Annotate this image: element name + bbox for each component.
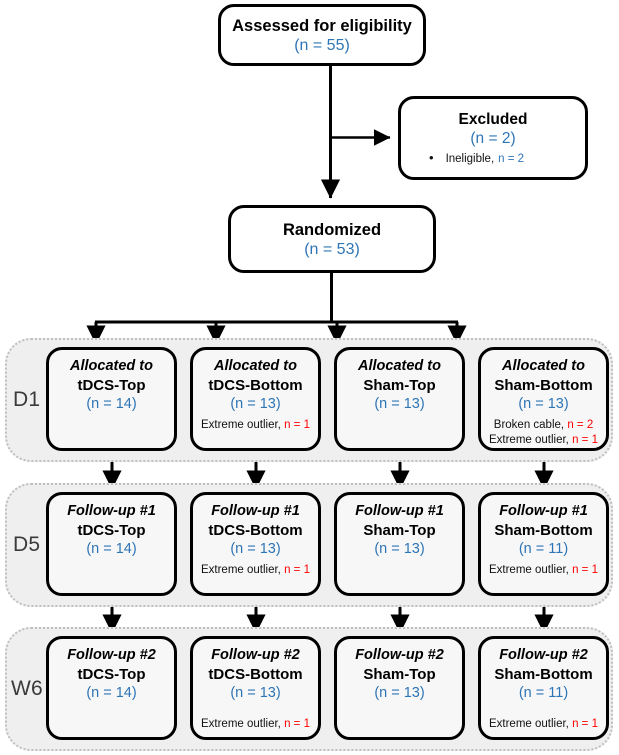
note-line: Broken cable, n = 2	[494, 418, 593, 433]
node-arm: tDCS-Bottom	[208, 666, 303, 683]
note-count: n = 1	[284, 419, 310, 431]
note-count: n = 2	[567, 419, 594, 431]
node-header: Allocated to	[358, 358, 441, 374]
note-line: Extreme outlier, n = 1	[489, 563, 598, 578]
note-count: n = 1	[572, 564, 598, 576]
node-arm: tDCS-Top	[77, 377, 146, 394]
node-randomized: Randomized (n = 53)	[228, 205, 436, 273]
node-assessed-for-eligibility: Assessed for eligibility (n = 55)	[218, 4, 426, 66]
node-header: Follow-up #1	[499, 503, 588, 519]
node-count: (n = 11)	[518, 685, 569, 701]
note-line: Extreme outlier, n = 1	[201, 717, 310, 732]
excluded-count: (n = 2)	[470, 129, 516, 147]
node-header: Follow-up #2	[355, 647, 444, 663]
assessed-label: Assessed for eligibility	[232, 17, 412, 35]
note-text: Extreme outlier,	[488, 434, 569, 446]
note-line: Extreme outlier, n = 1	[489, 717, 598, 732]
node-arm: tDCS-Bottom	[208, 377, 303, 394]
node-w6-sham-top: Follow-up #2 Sham-Top (n = 13)	[334, 636, 465, 740]
note-line: Extreme outlier, n = 1	[201, 563, 310, 578]
node-arm: Sham-Top	[363, 522, 436, 539]
node-arm: tDCS-Top	[77, 522, 146, 539]
node-d5-tdcs-bottom: Follow-up #1 tDCS-Bottom (n = 13) Extrem…	[190, 492, 321, 596]
node-count: (n = 13)	[230, 685, 281, 701]
node-arm: Sham-Top	[363, 666, 436, 683]
node-count: (n = 13)	[374, 396, 425, 412]
node-count: (n = 13)	[518, 396, 569, 412]
excluded-reason-text: Ineligible,	[445, 152, 495, 165]
assessed-count: (n = 55)	[294, 37, 350, 54]
note-count: n = 1	[284, 564, 310, 576]
randomized-label: Randomized	[282, 221, 382, 239]
node-arm: Sham-Top	[363, 377, 436, 394]
node-d1-sham-top: Allocated to Sham-Top (n = 13)	[334, 347, 465, 451]
bullet-icon: •	[429, 149, 434, 165]
node-notes: Extreme outlier, n = 1	[199, 717, 312, 732]
node-header: Allocated to	[70, 358, 153, 374]
node-count: (n = 14)	[86, 685, 137, 701]
note-line: Extreme outlier, n = 1	[489, 433, 598, 448]
node-w6-tdcs-top: Follow-up #2 tDCS-Top (n = 14)	[46, 636, 177, 740]
stage-label-d5: D5	[13, 533, 41, 556]
excluded-label: Excluded	[458, 110, 528, 128]
node-header: Follow-up #2	[211, 647, 300, 663]
note-text: Extreme outlier,	[200, 564, 281, 576]
node-notes: Broken cable, n = 2 Extreme outlier, n =…	[487, 418, 600, 448]
node-arm: tDCS-Top	[77, 666, 146, 683]
node-d5-sham-bottom: Follow-up #1 Sham-Bottom (n = 11) Extrem…	[478, 492, 609, 596]
node-d5-tdcs-top: Follow-up #1 tDCS-Top (n = 14)	[46, 492, 177, 596]
node-d1-tdcs-bottom: Allocated to tDCS-Bottom (n = 13) Extrem…	[190, 347, 321, 451]
note-text: Extreme outlier,	[200, 718, 281, 730]
node-excluded: Excluded (n = 2) • Ineligible, n = 2	[398, 96, 588, 180]
node-w6-sham-bottom: Follow-up #2 Sham-Bottom (n = 11) Extrem…	[478, 636, 609, 740]
node-header: Allocated to	[502, 358, 585, 374]
note-text: Broken cable,	[493, 419, 565, 431]
node-arm: tDCS-Bottom	[208, 522, 303, 539]
node-count: (n = 11)	[518, 541, 569, 557]
node-header: Allocated to	[214, 358, 297, 374]
node-count: (n = 14)	[86, 396, 137, 412]
note-text: Extreme outlier,	[200, 419, 281, 431]
note-text: Extreme outlier,	[488, 564, 569, 576]
excluded-reason-count: n = 2	[498, 152, 525, 165]
node-count: (n = 13)	[230, 396, 281, 412]
note-text: Extreme outlier,	[488, 718, 569, 730]
node-count: (n = 13)	[374, 541, 425, 557]
note-count: n = 1	[572, 718, 598, 730]
node-notes: Extreme outlier, n = 1	[199, 418, 312, 433]
node-header: Follow-up #1	[211, 503, 300, 519]
node-d1-sham-bottom: Allocated to Sham-Bottom (n = 13) Broken…	[478, 347, 609, 451]
node-header: Follow-up #1	[67, 503, 156, 519]
node-header: Follow-up #2	[67, 647, 156, 663]
node-notes: Extreme outlier, n = 1	[487, 717, 600, 732]
node-arm: Sham-Bottom	[494, 666, 593, 683]
node-arm: Sham-Bottom	[494, 522, 593, 539]
note-count: n = 1	[284, 718, 310, 730]
node-count: (n = 14)	[86, 541, 137, 557]
randomized-count: (n = 53)	[304, 241, 360, 258]
node-notes: Extreme outlier, n = 1	[199, 563, 312, 578]
note-line: Extreme outlier, n = 1	[201, 418, 310, 433]
node-count: (n = 13)	[374, 685, 425, 701]
node-count: (n = 13)	[230, 541, 281, 557]
node-arm: Sham-Bottom	[494, 377, 593, 394]
node-header: Follow-up #1	[355, 503, 444, 519]
node-notes: Extreme outlier, n = 1	[487, 563, 600, 578]
stage-label-d1: D1	[13, 388, 41, 411]
note-count: n = 1	[572, 434, 598, 446]
node-header: Follow-up #2	[499, 647, 588, 663]
node-d5-sham-top: Follow-up #1 Sham-Top (n = 13)	[334, 492, 465, 596]
node-d1-tdcs-top: Allocated to tDCS-Top (n = 14)	[46, 347, 177, 451]
stage-label-w6: W6	[11, 677, 43, 700]
excluded-reason-row: • Ineligible, n = 2	[407, 149, 579, 167]
node-w6-tdcs-bottom: Follow-up #2 tDCS-Bottom (n = 13) Extrem…	[190, 636, 321, 740]
